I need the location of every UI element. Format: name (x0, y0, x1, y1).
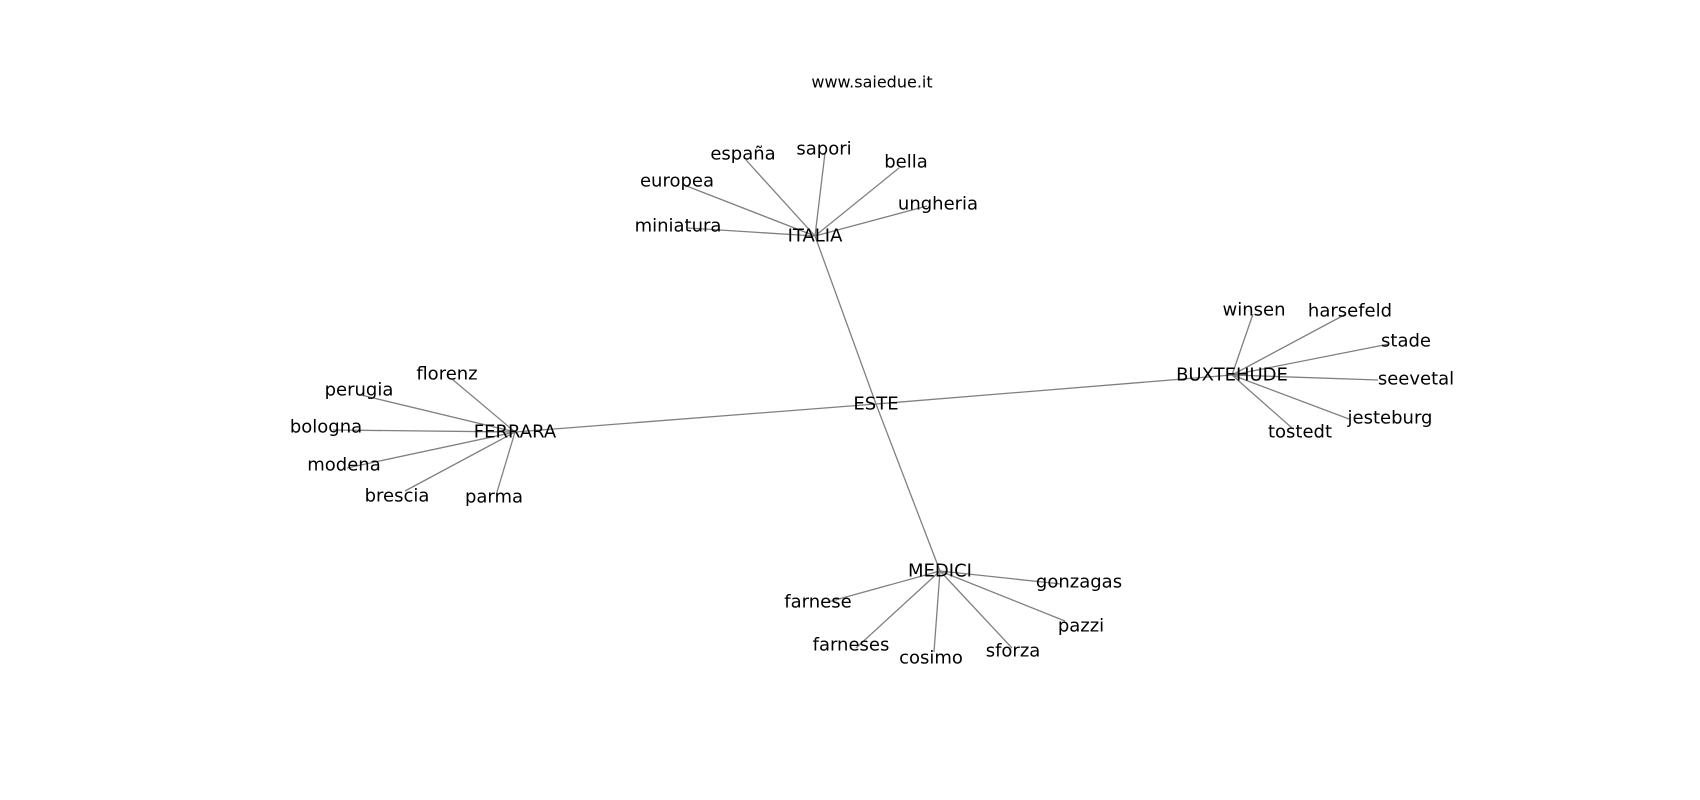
edge-buxtehude-seevetal (1231, 374, 1379, 381)
node-leaf-sforza: sforza (986, 641, 1041, 662)
node-leaf-winsen: winsen (1223, 300, 1286, 321)
edge-italia-bella (814, 167, 900, 237)
edge-medici-gonzagas (939, 570, 1062, 585)
edge-center-buxtehude (875, 374, 1233, 405)
node-leaf-perugia: perugia (325, 380, 394, 401)
edge-buxtehude-harsefeld (1231, 313, 1347, 376)
node-leaf-parma: parma (465, 487, 523, 508)
node-leaf-bologna: bologna (290, 417, 362, 438)
edge-medici-cosimo (933, 570, 941, 653)
node-leaf-florenz: florenz (416, 364, 477, 385)
edge-medici-sforza (939, 570, 1013, 649)
node-hub-medici: MEDICI (908, 561, 972, 582)
edge-center-medici (875, 403, 941, 572)
node-hub-italia: ITALIA (788, 226, 844, 247)
edge-medici-farneses (855, 570, 941, 649)
node-leaf-europea: europea (640, 171, 714, 192)
node-leaf-bella: bella (884, 152, 928, 173)
node-center-este: ESTE (853, 394, 898, 415)
edges-layer (332, 152, 1390, 653)
edge-center-italia (814, 235, 877, 405)
edge-italia-sapori (814, 152, 826, 237)
node-hub-ferrara: FERRARA (474, 422, 557, 443)
edge-center-ferrara (514, 403, 877, 433)
edge-ferrara-bologna (332, 429, 516, 433)
node-leaf-espana: españa (710, 144, 775, 165)
node-leaf-gonzagas: gonzagas (1036, 572, 1122, 593)
edge-italia-ungheria (814, 205, 928, 237)
edge-ferrara-florenz (451, 378, 516, 433)
edge-italia-europea (683, 184, 816, 237)
edge-medici-farnese (827, 570, 941, 603)
edge-italia-espana (745, 159, 816, 237)
node-leaf-farnese: farnese (784, 592, 851, 613)
node-hub-buxtehude: BUXTEHUDE (1176, 365, 1288, 386)
node-leaf-ungheria: ungheria (898, 194, 978, 215)
node-leaf-modena: modena (307, 455, 381, 476)
edge-ferrara-modena (346, 431, 516, 469)
edge-buxtehude-jesteburg (1231, 374, 1350, 420)
edge-ferrara-parma (496, 431, 516, 493)
edge-medici-pazzi (939, 570, 1066, 622)
node-leaf-cosimo: cosimo (899, 648, 963, 669)
node-leaf-harsefeld: harsefeld (1308, 301, 1392, 322)
node-leaf-miniatura: miniatura (635, 216, 722, 237)
node-leaf-farneses: farneses (813, 635, 890, 656)
edge-buxtehude-winsen (1231, 313, 1254, 376)
edge-ferrara-brescia (404, 431, 516, 492)
node-leaf-jesteburg: jesteburg (1347, 408, 1433, 429)
edge-buxtehude-stade (1231, 343, 1390, 376)
node-leaf-sapori: sapori (796, 139, 851, 160)
node-leaf-pazzi: pazzi (1058, 616, 1104, 637)
node-leaf-stade: stade (1381, 331, 1431, 352)
node-leaf-brescia: brescia (365, 486, 430, 507)
node-leaf-tostedt: tostedt (1268, 422, 1332, 443)
labels-layer: www.saiedue.it ESTE ITALIA miniatura europe… (290, 73, 1454, 669)
edge-italia-miniatura (687, 227, 816, 237)
edge-buxtehude-tostedt (1231, 374, 1293, 429)
node-leaf-seevetal: seevetal (1378, 369, 1454, 390)
edge-ferrara-perugia (360, 394, 516, 433)
watermark-text: www.saiedue.it (811, 73, 932, 92)
